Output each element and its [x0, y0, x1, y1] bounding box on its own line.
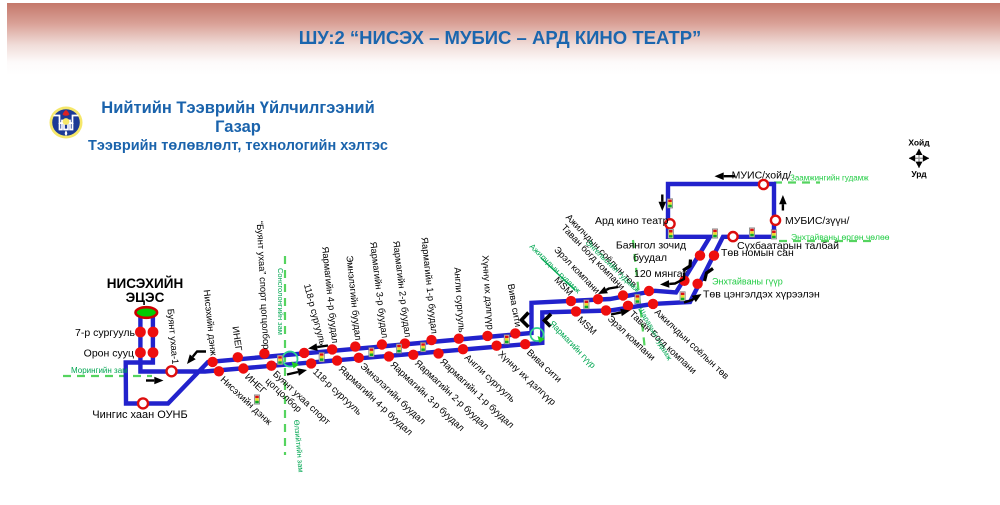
svg-text:Нисэхийн дэнж: Нисэхийн дэнж	[202, 289, 220, 357]
svg-text:Баянгол зочид: Баянгол зочид	[616, 240, 686, 252]
svg-text:Англи сургууль: Англи сургууль	[452, 267, 468, 333]
svg-text:Яармагийн 3-р буудал: Яармагийн 3-р буудал	[368, 241, 391, 339]
svg-text:Яармагийн 1-р буудал: Яармагийн 1-р буудал	[419, 237, 440, 335]
svg-text:НИСЭХИЙН: НИСЭХИЙН	[107, 276, 183, 291]
svg-text:ЭЦЭС: ЭЦЭС	[126, 290, 165, 305]
svg-text:Орон сууц: Орон сууц	[84, 348, 134, 360]
svg-text:Буянт ухаа-1: Буянт ухаа-1	[166, 308, 182, 364]
svg-text:Эмнэлэгийн буудал: Эмнэлэгийн буудал	[344, 255, 364, 341]
svg-text:МУБИС/зүүн/: МУБИС/зүүн/	[785, 215, 849, 227]
svg-text:120 мянгат: 120 мянгат	[634, 268, 687, 280]
svg-text:Урд: Урд	[911, 169, 927, 179]
svg-text:Төв цэнгэлдэх хүрээлэн: Төв цэнгэлдэх хүрээлэн	[703, 289, 820, 301]
svg-text:Заамжингийн гудамж: Заамжингийн гудамж	[790, 174, 869, 183]
svg-text:Энхтайваны өргөн чөлөө: Энхтайваны өргөн чөлөө	[791, 232, 890, 242]
svg-text:Хүнну их дэлгүүр: Хүнну их дэлгүүр	[480, 255, 496, 330]
svg-text:ИНЕГ: ИНЕГ	[230, 325, 244, 351]
svg-text:Сүхбаатарын талбай: Сүхбаатарын талбай	[737, 240, 839, 252]
svg-text:Төв номын сан: Төв номын сан	[721, 247, 794, 259]
svg-text:Морингийн зам: Морингийн зам	[71, 366, 128, 375]
svg-text:Ард кино театр: Ард кино театр	[595, 215, 669, 227]
svg-text:“Буянт ухаа” спорт цогцолбор: “Буянт ухаа” спорт цогцолбор	[255, 221, 273, 350]
svg-text:Өлзийтийн зам: Өлзийтийн зам	[292, 419, 306, 472]
svg-text:MSM: MSM	[576, 314, 600, 337]
svg-text:Сонсголонгийн зам: Сонсголонгийн зам	[276, 268, 285, 335]
svg-text:МУИС/хойд/: МУИС/хойд/	[732, 170, 791, 182]
svg-text:Яармагийн 2-р буудал: Яармагийн 2-р буудал	[391, 240, 414, 338]
svg-text:Вива сити: Вива сити	[506, 283, 524, 328]
svg-text:Хойд: Хойд	[908, 138, 930, 148]
svg-text:Энхтайваны гүүр: Энхтайваны гүүр	[712, 277, 783, 287]
svg-text:Чингис хаан ОУНБ: Чингис хаан ОУНБ	[92, 409, 187, 421]
svg-text:7-р сургууль: 7-р сургууль	[75, 327, 136, 339]
svg-text:буудал: буудал	[633, 252, 667, 264]
